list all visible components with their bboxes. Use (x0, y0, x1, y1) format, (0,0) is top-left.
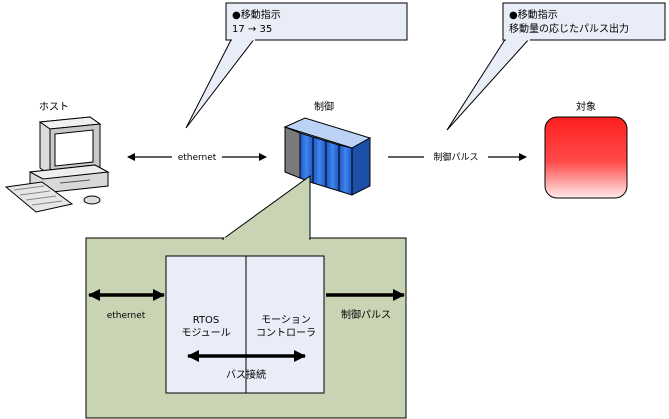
host-label: ホスト (39, 101, 69, 113)
desktop-computer-icon (4, 116, 110, 213)
callout-left-line1: ●移動指示 (232, 8, 281, 21)
callout-move-instruction-left: ●移動指示 17 → 35 (185, 2, 408, 129)
rtos-module-line2: モジュール (181, 328, 230, 339)
target-device-icon (544, 116, 628, 199)
ethernet-link-label: ethernet (178, 153, 217, 163)
rtos-module-line1: RTOS (193, 315, 220, 326)
callout-right-line1: ●移動指示 (509, 8, 558, 21)
controller-label: 制御 (314, 100, 334, 113)
control-pulse-label: 制御パルス (433, 151, 478, 163)
callout-left-line2: 17 → 35 (232, 24, 272, 35)
target-label: 対象 (576, 100, 596, 113)
detail-ethernet-label: ethernet (107, 311, 146, 321)
detail-control-pulse-label: 制御パルス (341, 308, 391, 321)
callout-move-instruction-right: ●移動指示 移動量の応じたパルス出力 (446, 2, 666, 131)
server-rack-icon (283, 117, 372, 196)
motion-controller-line2: コントローラ (256, 327, 316, 339)
controller-modules-box (165, 255, 325, 394)
motion-controller-line1: モーション (261, 315, 311, 326)
bus-connection-label: バス接続 (226, 368, 266, 381)
controller-detail-panel: RTOS モジュール モーション コントローラ バス接続 ethernet 制御… (85, 175, 407, 419)
callout-right-line2: 移動量の応じたパルス出力 (509, 22, 629, 35)
